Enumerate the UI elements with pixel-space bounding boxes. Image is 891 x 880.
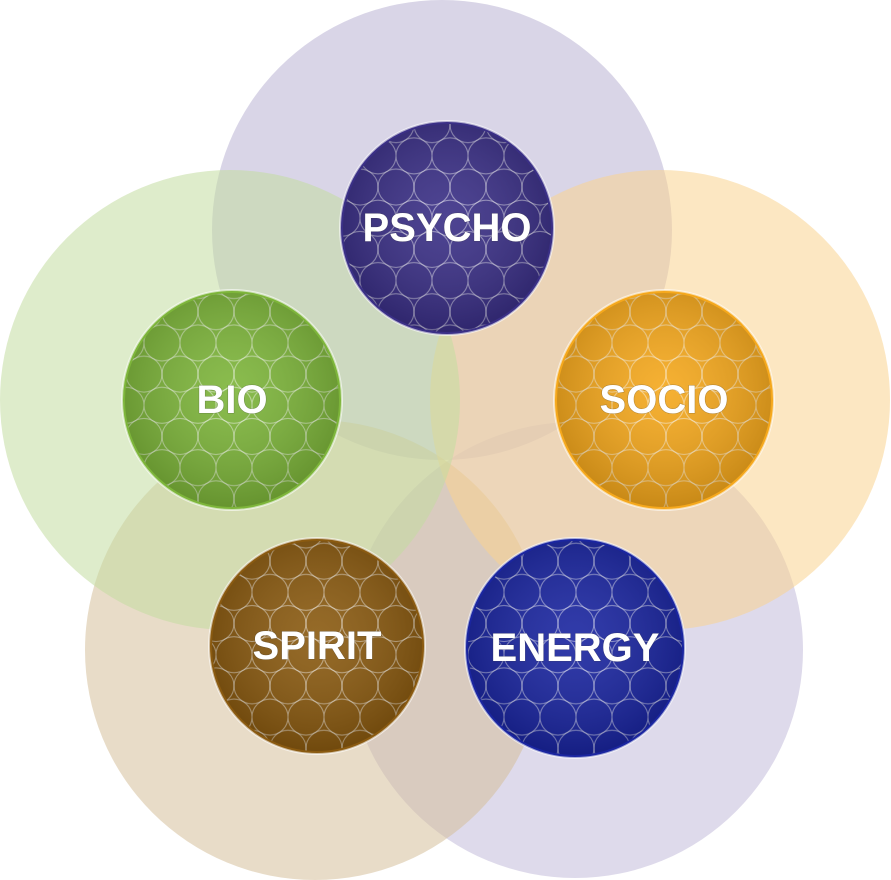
bio-disc: BIO [121,289,343,511]
socio-disc: SOCIO [553,289,775,511]
energy-label: ENERGY [491,626,660,670]
spirit-disc: SPIRIT [208,537,426,755]
psycho-label: PSYCHO [363,206,532,250]
psycho-disc: PSYCHO [339,120,555,336]
spirit-label: SPIRIT [253,624,382,668]
socio-label: SOCIO [600,378,729,422]
energy-disc: ENERGY [464,537,686,759]
bio-label: BIO [196,378,267,422]
